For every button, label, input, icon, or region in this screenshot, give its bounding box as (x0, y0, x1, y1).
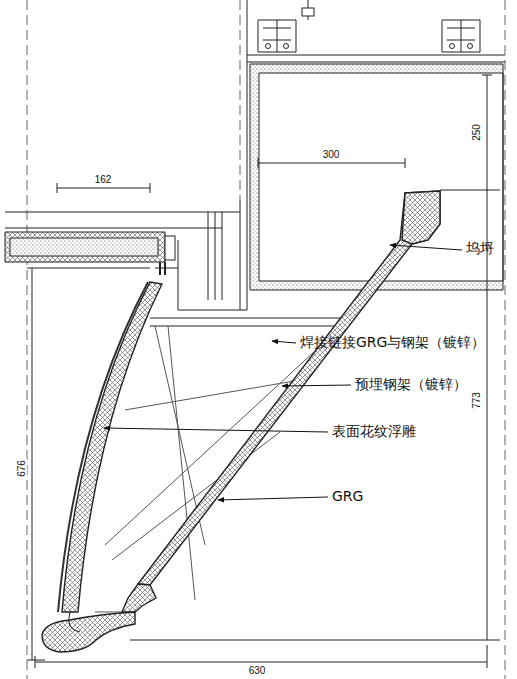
part-label: 坞埒 (466, 241, 494, 256)
dimension-number: 250 (471, 122, 482, 143)
dimension-number: 630 (247, 665, 268, 676)
part-label: GRG (332, 489, 363, 504)
leader-line (282, 385, 351, 386)
dimension-number: 162 (93, 174, 114, 185)
dimension-number: 300 (321, 149, 342, 160)
dimension-number: 773 (471, 390, 482, 411)
leader-line (272, 341, 296, 343)
leader-line (218, 497, 328, 500)
part-label: 焊接链接GRG与钢架（镀锌） (300, 335, 485, 350)
leader-line (390, 245, 462, 250)
part-label: 预埋钢架（镀锌） (355, 377, 467, 392)
dimension-number: 676 (16, 458, 27, 479)
leader-line (104, 428, 328, 432)
part-label: 表面花纹浮雕 (332, 424, 416, 439)
